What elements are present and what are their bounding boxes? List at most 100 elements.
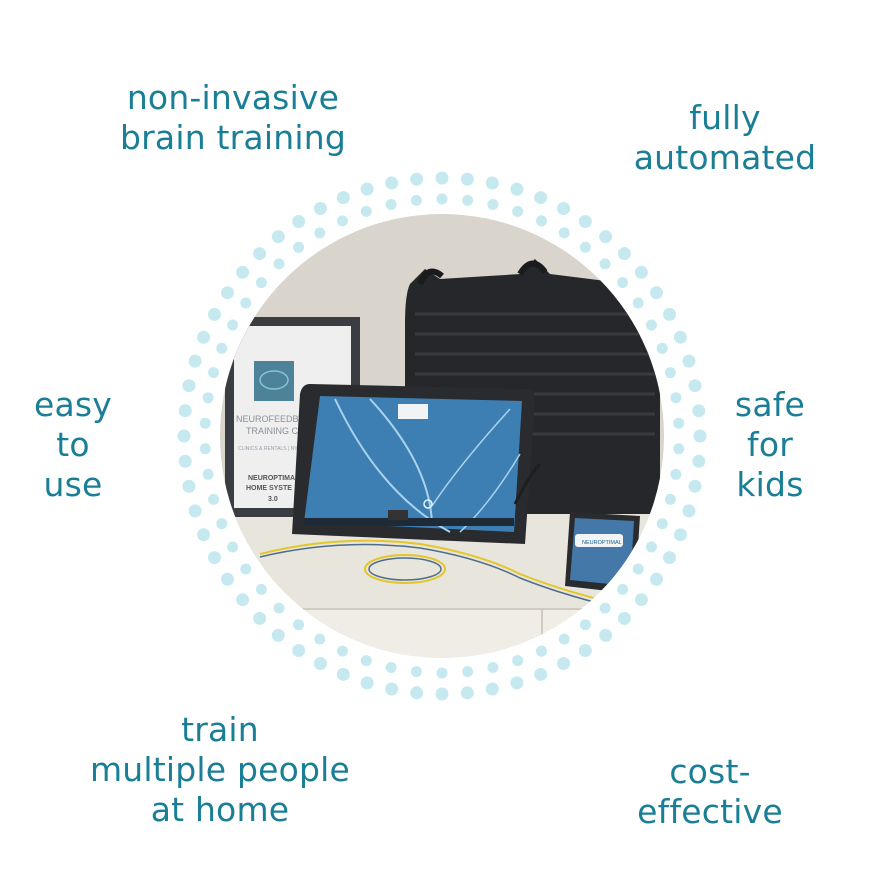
ring-dot	[208, 551, 221, 565]
ring-dot	[460, 686, 474, 700]
ring-dot	[271, 628, 285, 642]
ring-dot	[410, 666, 422, 678]
ring-dot	[673, 443, 685, 455]
ring-dot	[178, 404, 192, 418]
ring-dot	[510, 182, 524, 196]
ring-dot	[314, 227, 326, 239]
ring-dot	[634, 265, 648, 279]
ring-dot	[599, 258, 611, 270]
ring-dot	[227, 541, 239, 553]
feature-non-invasive: non-invasive brain training	[120, 78, 346, 157]
ring-dot	[578, 644, 592, 657]
ring-dot	[336, 191, 350, 205]
ring-dot	[579, 619, 591, 631]
ring-dot	[435, 687, 449, 701]
certificate-title: NEUROFEEDBA	[236, 414, 305, 424]
ring-dot	[188, 504, 202, 518]
product-photo: NEUROFEEDBA TRAINING CO CLINICS & RENTAL…	[220, 214, 664, 658]
ring-dot	[360, 205, 372, 217]
ring-dot	[385, 176, 399, 190]
ring-dot	[632, 297, 644, 309]
ring-dot	[208, 307, 221, 321]
ring-dot	[617, 583, 629, 595]
ring-dot	[462, 666, 474, 678]
ring-dot	[360, 182, 374, 196]
ring-dot	[314, 633, 326, 645]
ring-dot	[410, 172, 424, 186]
ring-dot	[692, 404, 706, 418]
ring-dot	[336, 667, 350, 681]
ring-dot	[385, 199, 397, 210]
ring-dot	[410, 686, 424, 700]
ring-dot	[632, 563, 644, 575]
feature-cost-effective: cost- effective	[637, 752, 783, 831]
ring-dot	[227, 319, 239, 331]
ring-dot	[673, 330, 687, 344]
ring-dot	[271, 230, 285, 244]
ring-dot	[688, 479, 702, 493]
ring-dot	[208, 493, 220, 505]
ring-dot	[177, 429, 191, 443]
ring-dot	[202, 468, 214, 480]
ring-dot	[512, 655, 524, 667]
ring-dot	[682, 354, 696, 368]
ring-dot	[634, 593, 648, 607]
ring-dot	[360, 655, 372, 667]
ring-dot	[255, 583, 267, 595]
ring-dot	[273, 258, 285, 270]
tablet	[292, 384, 536, 544]
ring-dot	[182, 479, 196, 493]
ring-dot	[617, 277, 629, 289]
svg-text:HOME SYSTE: HOME SYSTE	[246, 485, 292, 492]
ring-dot	[617, 247, 631, 261]
ring-dot	[221, 286, 234, 300]
ring-dot	[208, 367, 220, 379]
ring-dot	[673, 417, 685, 429]
ring-dot	[182, 379, 196, 393]
ring-dot	[460, 172, 474, 186]
ring-dot	[292, 215, 306, 228]
ring-dot	[650, 286, 663, 300]
ring-dot	[579, 241, 591, 253]
svg-text:NEUROPTIMAL: NEUROPTIMAL	[582, 540, 622, 546]
ring-dot	[534, 667, 548, 681]
feature-safe-for-kids: safe for kids	[734, 385, 806, 504]
ring-dot	[178, 454, 192, 468]
ring-dot	[536, 645, 547, 657]
ring-dot	[199, 443, 211, 455]
ring-dot	[558, 227, 570, 239]
svg-text:NEUROPTIMA: NEUROPTIMA	[248, 475, 295, 482]
ring-dot	[410, 194, 422, 206]
ring-dot	[557, 657, 571, 670]
ring-dot	[436, 667, 448, 679]
ring-dot	[664, 367, 676, 379]
ring-dot	[670, 392, 682, 404]
ring-dot	[645, 319, 657, 331]
ring-dot	[216, 518, 228, 530]
ring-dot	[599, 230, 613, 244]
ring-dot	[645, 541, 657, 553]
ring-dot	[663, 307, 676, 321]
ring-dot	[436, 193, 448, 205]
ring-dot	[385, 682, 399, 696]
ring-dot	[688, 379, 702, 393]
ring-dot	[693, 429, 707, 443]
ring-dot	[313, 657, 327, 670]
ring-dot	[337, 215, 348, 227]
ring-dot	[656, 518, 668, 530]
ring-dot	[253, 247, 267, 261]
svg-text:CLINICS & RENTALS | NY: CLINICS & RENTALS | NY	[238, 446, 298, 452]
feature-easy-to-use: easy to use	[33, 385, 113, 504]
ring-dot	[240, 297, 252, 309]
ring-dot	[240, 563, 252, 575]
ring-dot	[485, 682, 499, 696]
ring-dot	[650, 572, 663, 586]
ring-dot	[188, 354, 202, 368]
ring-dot	[199, 417, 211, 429]
ring-dot	[558, 633, 570, 645]
ring-dot	[487, 199, 499, 210]
ring-dot	[487, 662, 499, 673]
ring-dot	[510, 676, 524, 690]
ring-dot	[221, 572, 234, 586]
